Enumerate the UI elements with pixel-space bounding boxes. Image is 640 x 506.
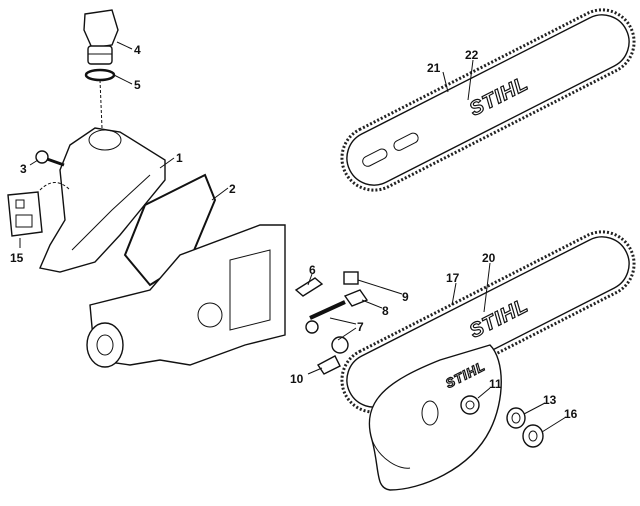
oil-filler-cap [83, 9, 119, 65]
callout-6: 6 [309, 263, 316, 277]
callout-21: 21 [427, 61, 441, 75]
callout-15: 15 [10, 251, 24, 265]
callout-9: 9 [402, 290, 409, 304]
callout-11: 11 [489, 377, 502, 391]
callout-4: 4 [134, 43, 141, 57]
screw [35, 150, 65, 167]
guide-bar-lower: STIHL [340, 230, 636, 414]
callout-5: 5 [134, 78, 141, 92]
label-plate [7, 182, 71, 237]
collar-nut [522, 424, 544, 448]
tensioner-bracket [343, 289, 369, 307]
sprocket-cover: STIHL [368, 344, 502, 491]
leader-lines [19, 41, 567, 433]
callout-10: 10 [290, 372, 304, 386]
tensioner-screw [305, 300, 346, 334]
callout-17: 17 [446, 271, 460, 285]
callout-13: 13 [543, 393, 557, 407]
callout-22: 22 [465, 48, 479, 62]
o-ring [84, 68, 116, 82]
callout-1: 1 [176, 151, 183, 165]
callout-16: 16 [564, 407, 578, 421]
tensioner-slide [294, 277, 324, 297]
callout-7: 7 [357, 320, 364, 334]
callout-8: 8 [382, 304, 389, 318]
callout-20: 20 [482, 251, 496, 265]
adjusting-wheel [316, 336, 349, 375]
tensioner-nut [343, 271, 359, 285]
oil-tank-housing [39, 127, 166, 273]
callout-2: 2 [229, 182, 236, 196]
guide-bar-upper: STIHL [340, 8, 636, 192]
callout-3: 3 [20, 162, 27, 176]
washer [506, 407, 526, 429]
gear-housing [86, 224, 286, 368]
